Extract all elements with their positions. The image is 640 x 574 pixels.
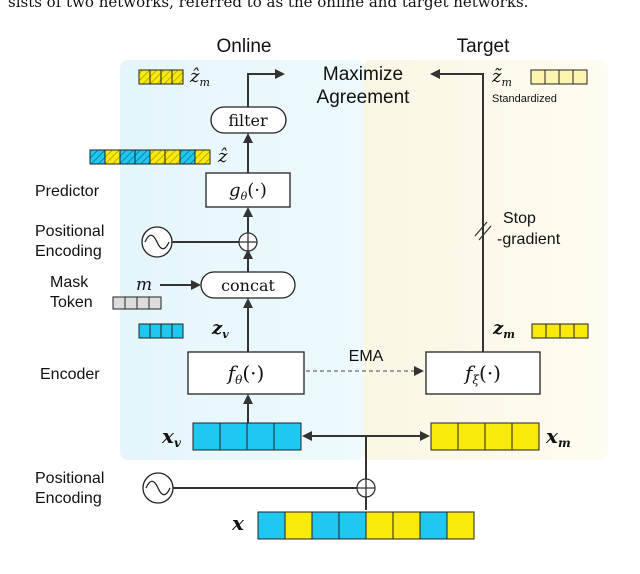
filter-label: filter <box>228 111 268 130</box>
z-hat-tokens <box>89 149 211 165</box>
x-symbol: x <box>231 511 245 535</box>
predictor-fn: gθ(·) <box>229 180 267 203</box>
z-m-tokens <box>531 323 589 339</box>
mask-label-2: Token <box>50 294 93 311</box>
concat-label: concat <box>221 276 275 295</box>
x-v-tokens <box>192 422 302 451</box>
agreement-label: Agreement <box>317 87 411 108</box>
target-label: Target <box>457 36 511 57</box>
mask-tokens <box>112 296 162 310</box>
x-tokens <box>257 511 475 540</box>
standardized-label: Standardized <box>492 93 557 105</box>
x-m-tokens <box>430 422 540 451</box>
ema-label: EMA <box>349 348 384 365</box>
z-hat-symbol: ẑ <box>217 146 228 167</box>
online-label: Online <box>217 36 272 57</box>
z-v-tokens <box>138 323 184 339</box>
pos-enc-top-2: Encoding <box>35 243 102 260</box>
z-m-tilde-tokens <box>530 69 588 85</box>
encoder-fn: fθ(·) <box>226 361 265 387</box>
maximize-label: Maximize <box>323 64 403 85</box>
target-fn: fξ(·) <box>463 361 501 387</box>
pos-enc-top-1: Positional <box>35 223 104 240</box>
m-symbol: m <box>136 275 152 295</box>
pos-enc-bot-1: Positional <box>35 470 104 487</box>
pos-enc-bot-2: Encoding <box>35 490 102 507</box>
stop-label-1: Stop <box>503 210 536 227</box>
predictor-label: Predictor <box>35 183 100 200</box>
mask-label-1: Mask <box>50 274 89 291</box>
stop-label-2: -gradient <box>497 231 561 248</box>
stop-gradient-mark <box>474 221 488 237</box>
target-panel <box>362 60 608 460</box>
caption-top: sists of two networks, referred to as th… <box>8 0 528 11</box>
encoder-box <box>187 351 305 395</box>
predictor-box <box>205 172 291 208</box>
sine-wave-path <box>144 234 170 250</box>
encoder-label: Encoder <box>40 366 100 383</box>
target-encoder-box <box>425 351 541 395</box>
z-m-hat-tokens <box>138 69 184 85</box>
